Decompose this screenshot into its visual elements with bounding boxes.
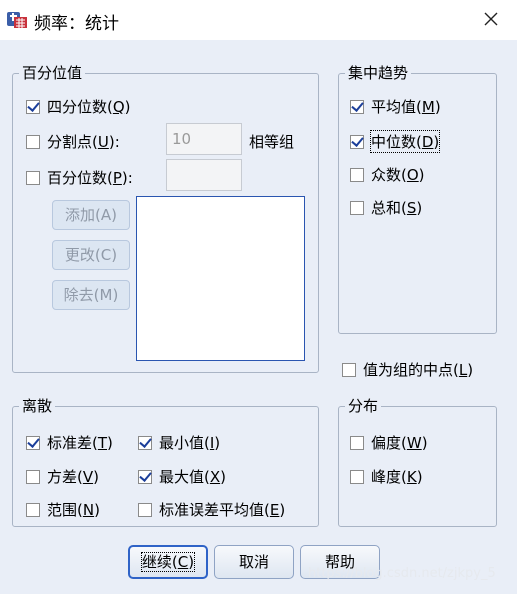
mode-label: 众数(O) [371,166,425,184]
mean-label: 平均值(M) [371,98,441,116]
continue-label: 继续(C) [140,552,196,572]
sum-checkbox[interactable]: 总和(S) [350,197,422,218]
central-tendency-group: 集中趋势 [338,65,497,334]
help-button[interactable]: 帮助 [300,545,380,579]
mode-check[interactable] [350,167,364,182]
se-mean-label: 标准误差平均值(E) [159,501,286,519]
percentiles-label: 百分位数(P): [47,169,133,187]
cancel-button[interactable]: 取消 [214,545,294,579]
change-button[interactable]: 更改(C) [52,240,130,270]
min-checkbox[interactable]: 最小值(I) [138,432,220,453]
midpoints-check[interactable] [342,362,356,377]
variance-checkbox[interactable]: 方差(V) [26,466,99,487]
range-checkbox[interactable]: 范围(N) [26,499,100,520]
remove-button[interactable]: 除去(M) [52,280,130,310]
quartiles-check[interactable] [26,99,40,114]
min-label: 最小值(I) [159,434,221,452]
median-checkbox[interactable]: 中位数(D) [350,130,441,153]
watermark: https://blog.csdn.net/zjkpy_5 [308,566,496,581]
percentile-legend: 百分位值 [22,64,83,82]
midpoints-checkbox[interactable]: 值为组的中点(L) [342,359,473,380]
dispersion-group: 离散 [12,398,319,527]
sum-check[interactable] [350,200,364,215]
title-bar: 频率：统计 [0,0,517,40]
midpoints-label: 值为组的中点(L) [363,361,474,379]
mode-checkbox[interactable]: 众数(O) [350,164,425,185]
range-label: 范围(N) [47,501,100,519]
add-button[interactable]: 添加(A) [52,200,130,230]
variance-check[interactable] [26,469,40,484]
skewness-checkbox[interactable]: 偏度(W) [350,432,428,453]
max-label: 最大值(X) [159,468,226,486]
quartiles-checkbox[interactable]: 四分位数(Q) [26,96,131,117]
spss-app-icon [7,12,27,28]
cut-points-label: 分割点(U): [47,133,120,151]
percentiles-checkbox[interactable]: 百分位数(P): [26,167,133,188]
dispersion-legend: 离散 [22,397,53,415]
mean-checkbox[interactable]: 平均值(M) [350,96,441,117]
kurtosis-check[interactable] [350,469,364,484]
range-check[interactable] [26,502,40,517]
kurtosis-label: 峰度(K) [371,468,423,486]
percentile-list[interactable] [136,196,305,361]
central-tendency-legend: 集中趋势 [348,64,409,82]
se-mean-check[interactable] [138,502,152,517]
skewness-check[interactable] [350,435,364,450]
median-label: 中位数(D) [369,130,441,153]
variance-label: 方差(V) [47,468,99,486]
quartiles-label: 四分位数(Q) [47,98,131,116]
max-checkbox[interactable]: 最大值(X) [138,466,226,487]
mean-check[interactable] [350,99,364,114]
window-title: 频率：统计 [34,14,119,34]
percentile-group: 百分位值 [12,65,319,373]
min-check[interactable] [138,435,152,450]
std-check[interactable] [26,435,40,450]
skewness-label: 偏度(W) [371,434,428,452]
close-icon[interactable] [478,8,504,32]
cut-points-check[interactable] [26,134,40,149]
distribution-legend: 分布 [348,397,379,415]
cut-points-checkbox[interactable]: 分割点(U): [26,131,120,152]
max-check[interactable] [138,469,152,484]
percentiles-check[interactable] [26,170,40,185]
continue-button[interactable]: 继续(C) [128,545,208,579]
sum-label: 总和(S) [371,199,423,217]
std-label: 标准差(T) [47,434,113,452]
kurtosis-checkbox[interactable]: 峰度(K) [350,466,423,487]
std-checkbox[interactable]: 标准差(T) [26,432,113,453]
percentiles-input[interactable] [166,159,242,191]
median-check[interactable] [350,134,364,149]
distribution-group: 分布 [338,398,497,527]
cut-points-input[interactable]: 10 [166,123,242,155]
se-mean-checkbox[interactable]: 标准误差平均值(E) [138,499,285,520]
equal-groups-label: 相等组 [249,133,295,151]
